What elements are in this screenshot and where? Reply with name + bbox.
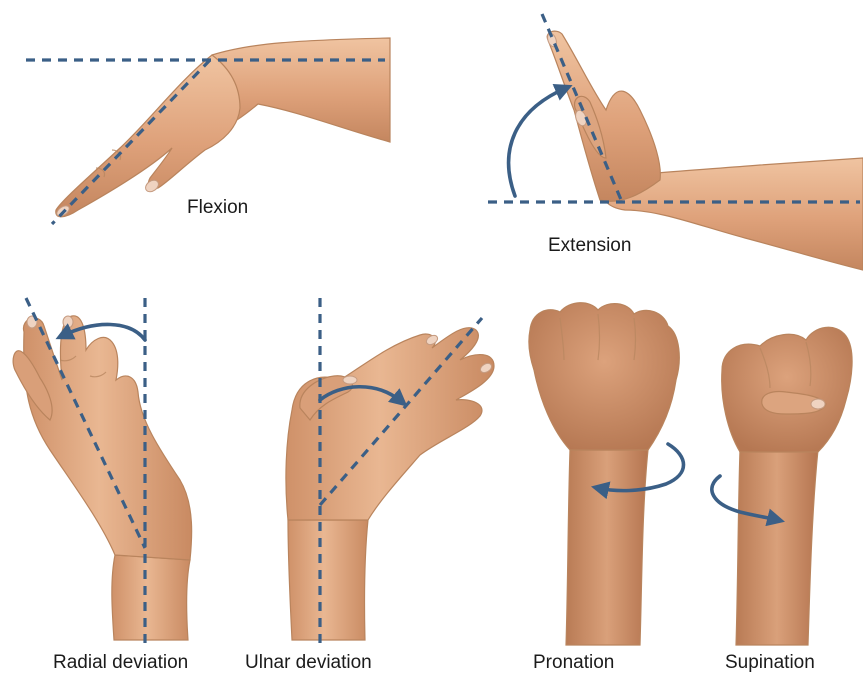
- pronation-label: Pronation: [533, 653, 614, 672]
- flexion-label: Flexion: [187, 198, 248, 217]
- radial-fingernail-2: [63, 316, 73, 328]
- supination-fist: [722, 327, 852, 452]
- supination-forearm: [736, 450, 818, 645]
- radial-hand: [23, 316, 191, 560]
- flexion-figure: [55, 38, 390, 218]
- flexion-forearm: [212, 38, 390, 142]
- extension-label: Extension: [548, 236, 631, 255]
- ulnar-forearm: [288, 520, 368, 640]
- pronation-figure: [529, 303, 679, 645]
- pronation-fist: [529, 303, 679, 450]
- supination-label: Supination: [725, 653, 815, 672]
- supination-figure: [722, 327, 852, 645]
- pronation-forearm: [566, 450, 648, 645]
- ulnar-hand: [286, 328, 494, 520]
- radial-deviation-figure: [13, 316, 192, 640]
- radial-deviation-label: Radial deviation: [53, 653, 188, 672]
- extension-hand: [547, 31, 660, 201]
- ulnar-thumbnail: [343, 376, 357, 384]
- radial-forearm: [112, 555, 190, 640]
- supination-thumbnail: [811, 399, 825, 409]
- ulnar-deviation-figure: [286, 328, 494, 640]
- extension-arrow: [509, 88, 566, 196]
- ulnar-deviation-label: Ulnar deviation: [245, 653, 372, 672]
